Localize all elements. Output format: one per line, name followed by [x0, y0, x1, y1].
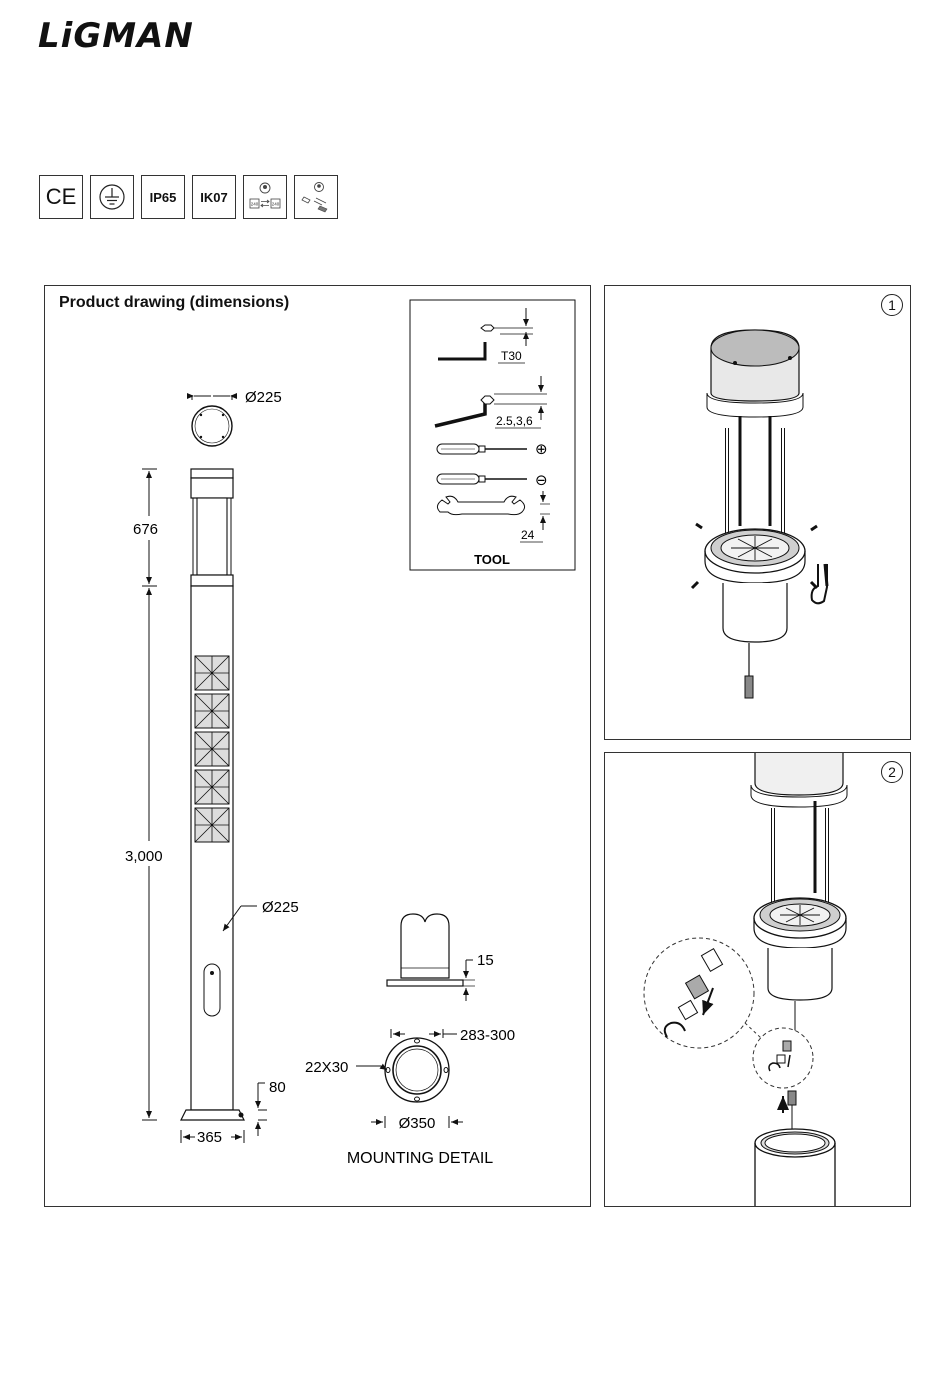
slot-size-label: 22X30	[305, 1059, 348, 1076]
top-view: Ø225	[192, 389, 282, 446]
ce-label: CE	[46, 184, 77, 210]
brand-logo-text: LiGMAN	[38, 18, 228, 54]
ik-rating-icon: IK07	[192, 175, 236, 219]
wiring-connector-icon	[294, 175, 338, 219]
total-height-label: 3,000	[125, 848, 163, 865]
pole-elevation	[181, 469, 244, 1120]
tool-title: TOOL	[474, 552, 510, 567]
voltage-switch-icon: 240 240	[243, 175, 287, 219]
ip-rating-icon: IP65	[141, 175, 185, 219]
step-2-illustration	[605, 753, 910, 1206]
flat-symbol: ⊖	[535, 472, 548, 489]
top-diameter-label: Ø225	[245, 389, 282, 406]
tool-box: T30 2.5,3,6 ⊕ ⊖	[410, 300, 575, 570]
assembly-step-2-panel: 2	[604, 752, 911, 1207]
ik-rating-label: IK07	[200, 190, 227, 205]
pole-diameter-label: Ø225	[262, 899, 299, 916]
bolt-circle-label: 283-300	[460, 1027, 515, 1044]
mounting-title: MOUNTING DETAIL	[347, 1150, 493, 1167]
hex-size-label: 2.5,3,6	[496, 414, 533, 428]
base-height-label: 80	[269, 1079, 286, 1096]
assembly-step-1-panel: 1	[604, 285, 911, 740]
pole-diameter-callout: Ø225	[223, 899, 299, 931]
mounting-detail: 15 283-300 22X30 Ø350 MOUNTING DETAIL	[305, 914, 515, 1167]
brand-logo: LiGMAN	[38, 18, 228, 54]
phillips-symbol: ⊕	[535, 441, 548, 458]
base-diameter-label: Ø350	[399, 1115, 436, 1132]
torx-size-label: T30	[501, 349, 522, 363]
flange-thickness-label: 15	[477, 952, 494, 969]
step-1-illustration	[605, 286, 910, 739]
earth-ground-icon	[90, 175, 134, 219]
height-dimensions: 676 3,000	[125, 469, 163, 1120]
voltage-label-right: 240	[272, 202, 280, 207]
wrench-size-label: 24	[521, 528, 535, 542]
base-width-label: 365	[197, 1129, 222, 1146]
product-drawing-panel: Product drawing (dimensions) Ø225	[44, 285, 591, 1207]
head-height-label: 676	[133, 521, 158, 538]
ip-rating-label: IP65	[150, 190, 177, 205]
ce-mark-icon: CE	[39, 175, 83, 219]
voltage-label-left: 240	[251, 202, 259, 207]
decorative-pattern	[195, 656, 229, 842]
certification-row: CE IP65 IK07 240 240	[39, 175, 338, 219]
product-drawing-svg: Ø225	[45, 286, 590, 1206]
